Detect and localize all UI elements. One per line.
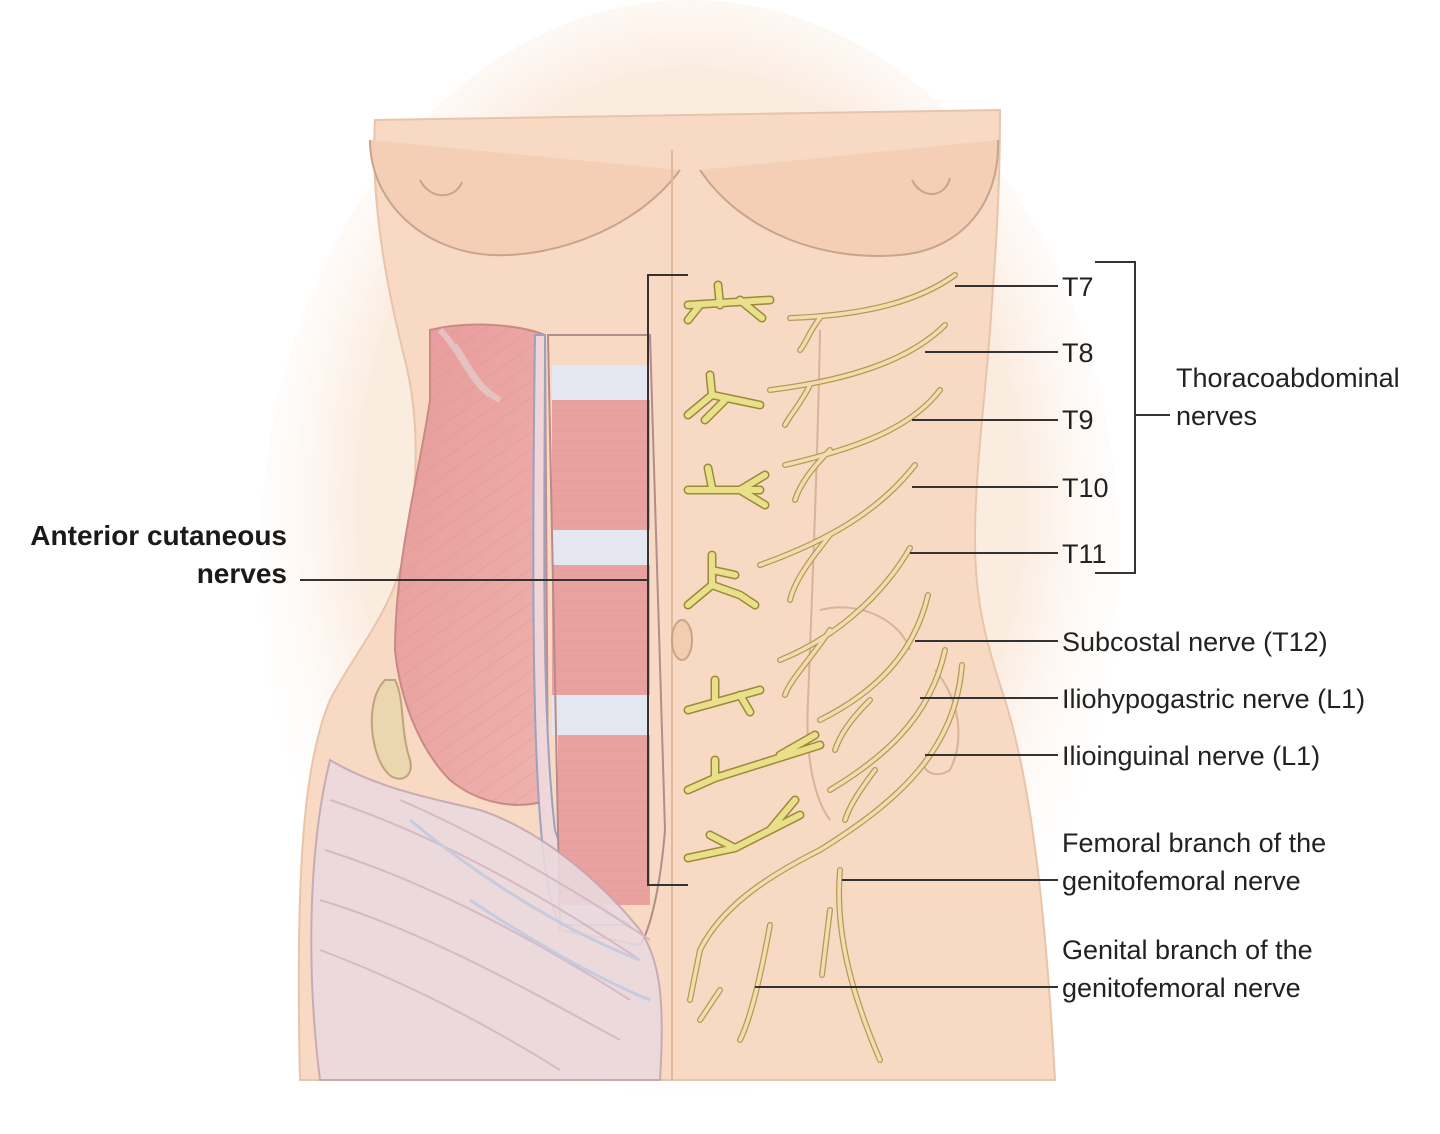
rectus-fibers-1: [552, 400, 650, 530]
femoral-branch-label-line2: genitofemoral nerve: [1062, 866, 1301, 896]
genital-branch-label-line1: Genital branch of the: [1062, 935, 1313, 965]
inguinal-fold: [409, 818, 651, 1002]
t10-label: T10: [1062, 473, 1109, 503]
iliac-crest: [370, 679, 412, 780]
aponeurosis-fibers: [319, 799, 651, 1071]
t11-label: T11: [1062, 539, 1107, 569]
external-oblique-fibers: [395, 324, 548, 805]
left-breast: [369, 139, 681, 257]
iliohypogastric-label: Iliohypogastric nerve (L1): [1062, 684, 1365, 714]
thoracoabdominal-label-line2: nerves: [1176, 401, 1257, 431]
t7-label: T7: [1062, 272, 1094, 302]
ilioinguinal-label: Ilioinguinal nerve (L1): [1062, 741, 1320, 771]
t8-label: T8: [1062, 338, 1094, 368]
anterior-cutaneous-label-line1: Anterior cutaneous: [30, 520, 287, 551]
tendinous-intersection-1: [552, 365, 650, 400]
tendinous-intersection-2: [552, 530, 650, 565]
thoracoabdominal-bracket: [1095, 261, 1170, 574]
right-nipple: [911, 177, 951, 195]
rib-margin: [437, 327, 502, 403]
subcostal-label: Subcostal nerve (T12): [1062, 627, 1328, 657]
left-nipple: [419, 179, 463, 197]
rectus-fibers-2: [552, 565, 650, 695]
anterior-cutaneous-label-line2: nerves: [197, 558, 287, 589]
right-iliac-outline: [819, 606, 960, 776]
anterior-cutaneous-nerve-branches: [683, 280, 825, 863]
thoracoabdominal-label-line1: Thoracoabdominal: [1176, 363, 1400, 393]
t9-label: T9: [1062, 405, 1094, 435]
femoral-branch-label-line1: Femoral branch of the: [1062, 828, 1326, 858]
right-linea-semilunaris: [806, 329, 831, 821]
genital-branch-label-line2: genitofemoral nerve: [1062, 973, 1301, 1003]
thoracoabdominal-nerve-trunks: [687, 272, 965, 1063]
tendinous-intersection-3: [552, 695, 650, 735]
umbilicus: [671, 619, 693, 661]
right-breast: [699, 139, 1000, 257]
